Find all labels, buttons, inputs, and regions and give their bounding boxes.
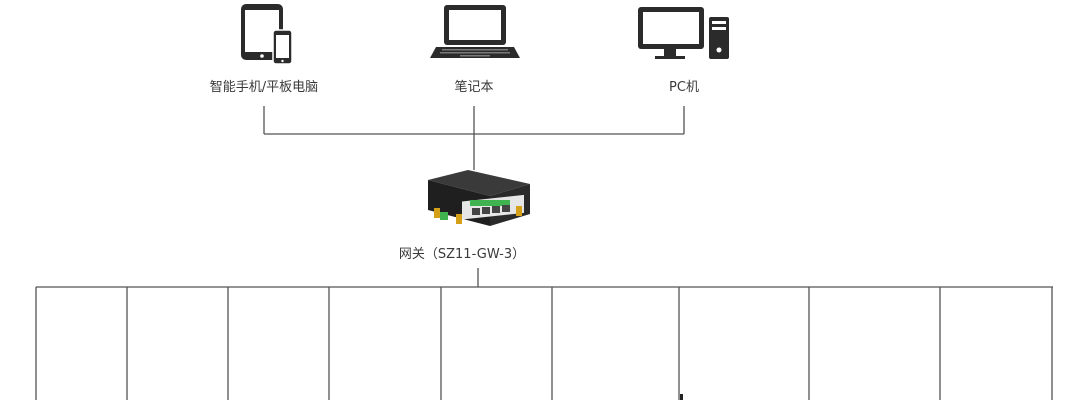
laptop-label: 笔记本 xyxy=(454,80,494,95)
branch-marker xyxy=(680,394,683,400)
terminal-block xyxy=(470,200,510,215)
gateway-label: 网关（SZ11-GW-3） xyxy=(398,247,526,262)
gateway-device-icon xyxy=(428,170,530,226)
top-connection-lines xyxy=(263,106,685,170)
phone-tablet-label: 智能手机/平板电脑 xyxy=(209,80,319,95)
phone-tablet-icon xyxy=(241,4,293,65)
laptop-icon xyxy=(430,5,520,58)
pc-label: PC机 xyxy=(669,80,699,95)
bottom-connection-lines xyxy=(35,268,1053,400)
desktop-pc-icon xyxy=(638,7,729,59)
